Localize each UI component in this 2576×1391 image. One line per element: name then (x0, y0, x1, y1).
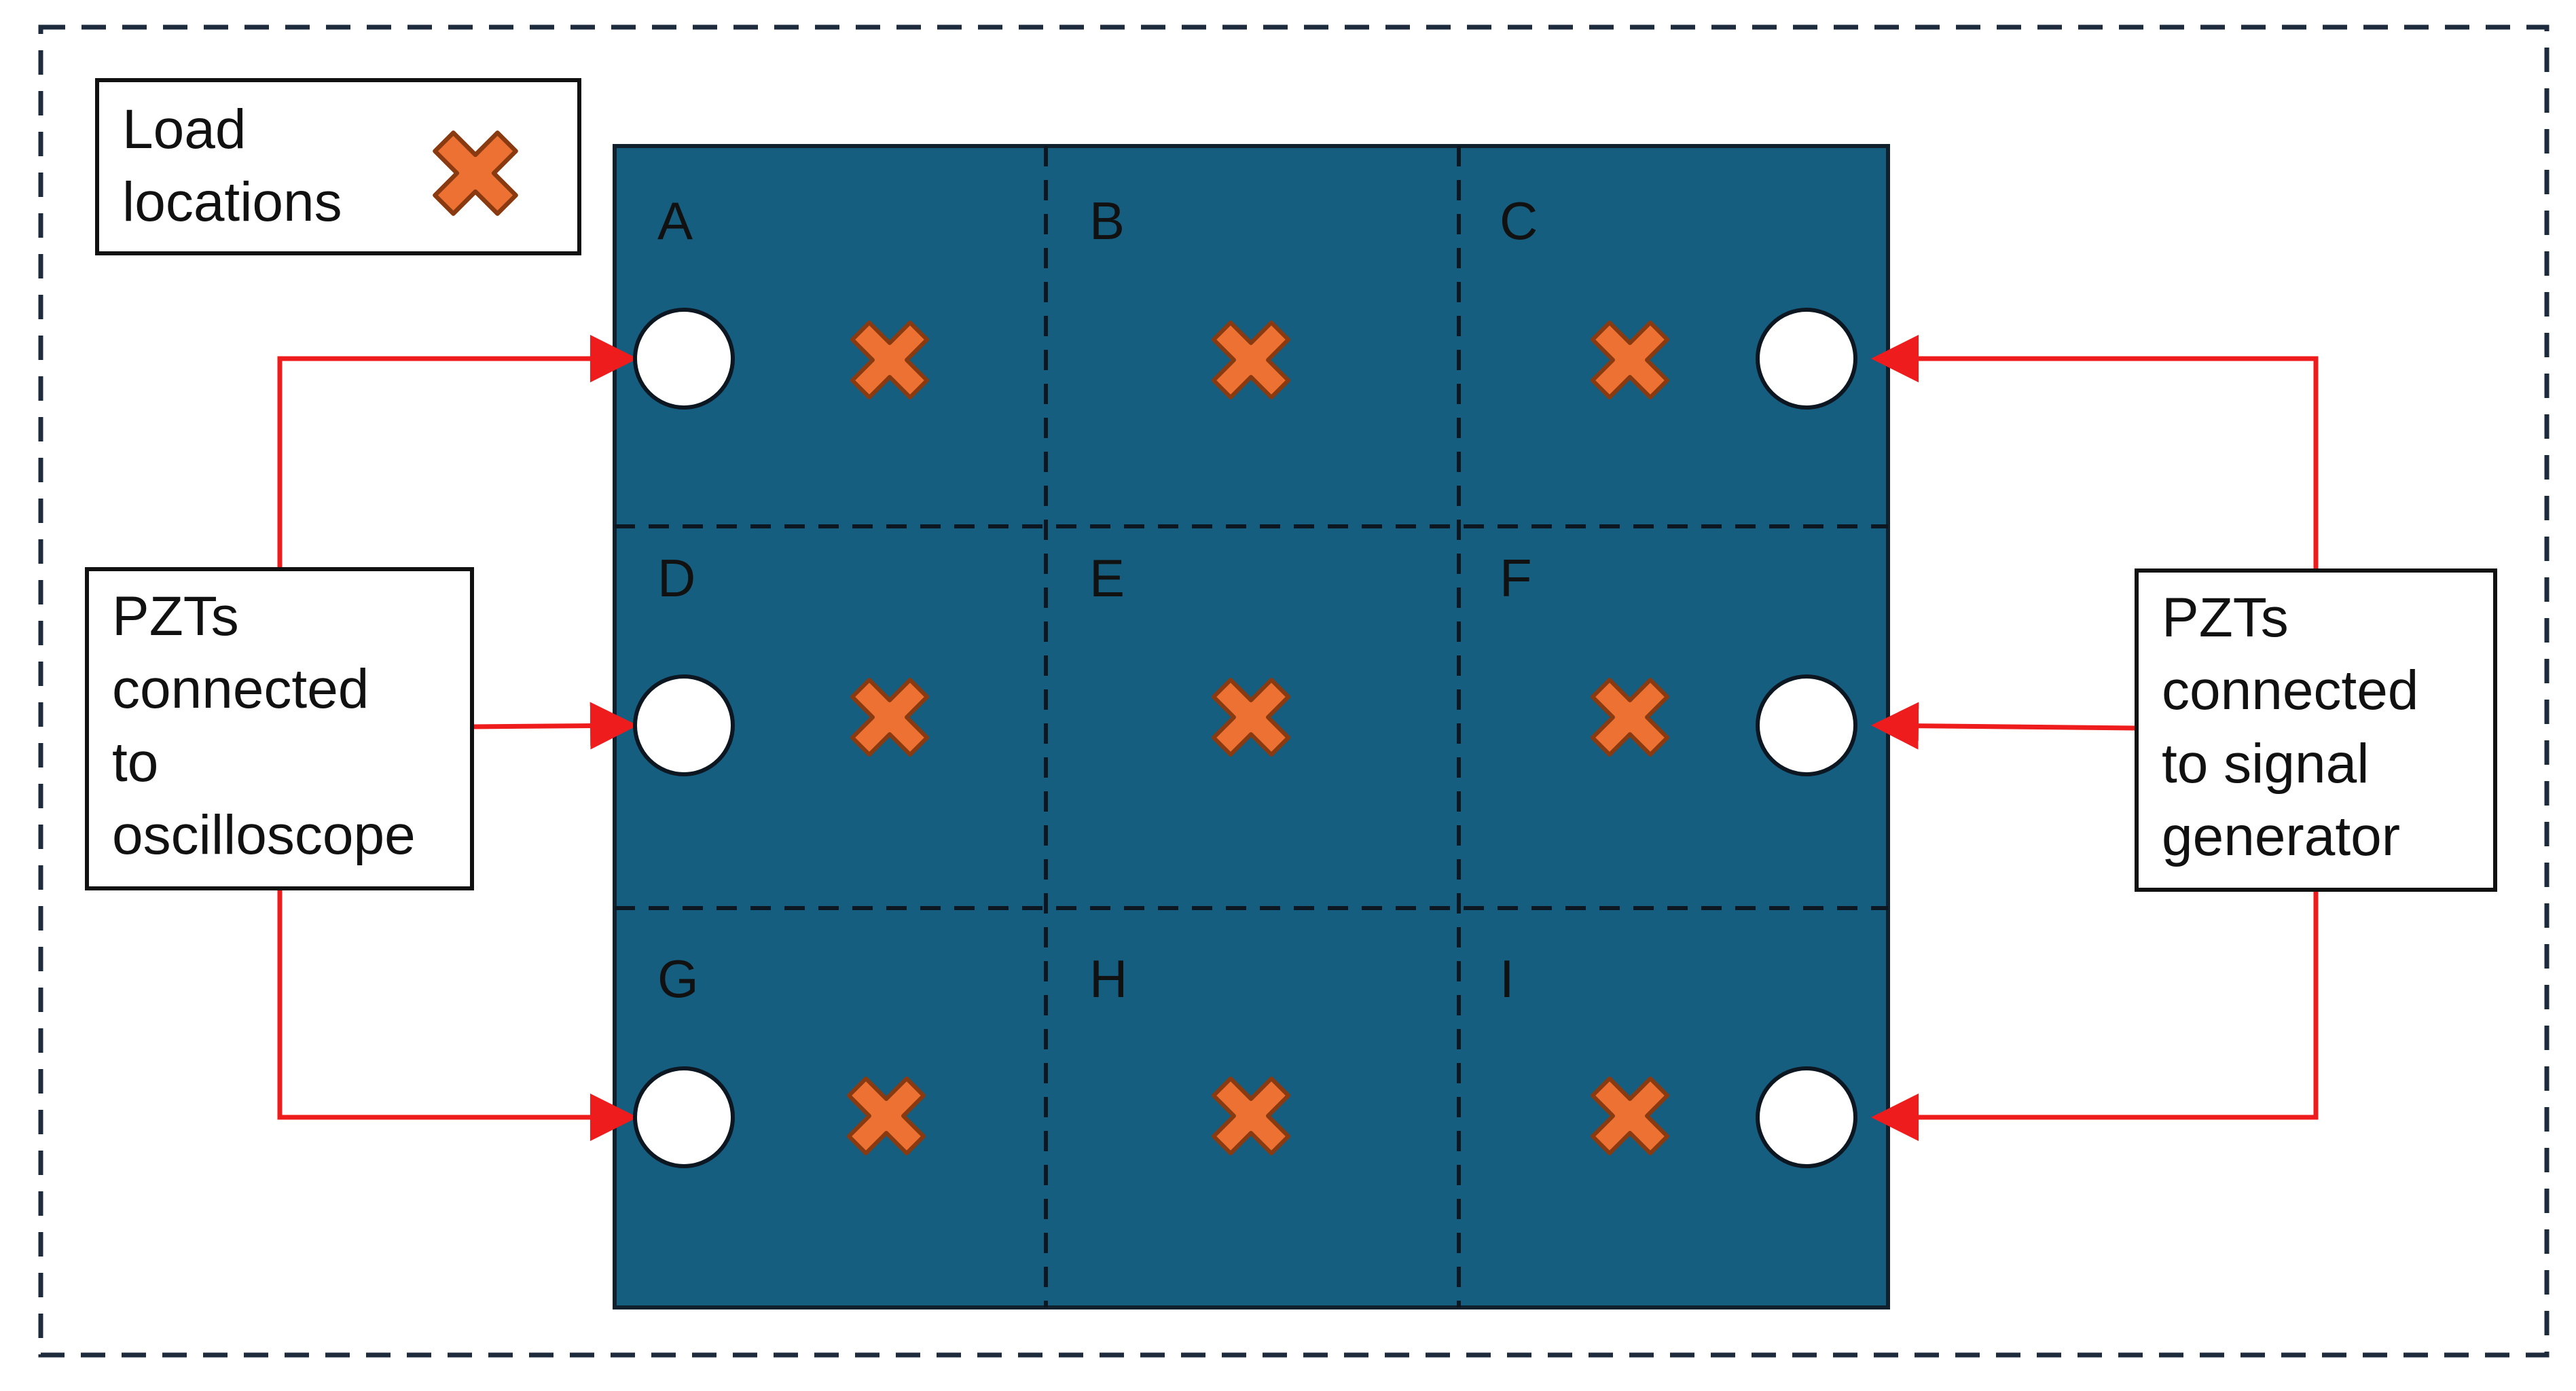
cell-label-i: I (1500, 949, 1514, 1009)
white-circle-pzt-icon (633, 1066, 735, 1168)
signal-generator-box: PZTs connected to signal generator (2135, 568, 2497, 892)
wire-osc-bottom (277, 888, 638, 1141)
oscilloscope-box-line-1: PZTs (112, 585, 239, 647)
oscilloscope-box-line-4: oscilloscope (112, 804, 416, 866)
white-circle-pzt-icon (1756, 1066, 1857, 1168)
signal-generator-box-line-1: PZTs (2162, 587, 2289, 649)
signal-generator-box-frame (2135, 568, 2497, 892)
wire-sig-top (1871, 335, 2319, 571)
white-circle-pzt-icon (633, 308, 735, 410)
legend-text-line-1: Load (122, 98, 246, 160)
oscilloscope-box-line-3: to (112, 731, 158, 793)
white-circle-pzt-icon (1756, 674, 1857, 776)
oscilloscope-box: PZTs connected to oscilloscope (85, 567, 474, 890)
legend-text-line-2: locations (122, 171, 342, 233)
white-circle-pzt-icon (633, 674, 735, 776)
signal-generator-box-line-3: to signal (2162, 733, 2369, 795)
cell-labels: A B C D E F G H I (657, 191, 1538, 1009)
wire-sig-bottom (1871, 890, 2319, 1141)
cell-label-h: H (1089, 949, 1127, 1009)
wire-osc-middle (471, 702, 638, 750)
legend: Load locations (95, 78, 581, 255)
wires (277, 335, 2319, 1141)
oscilloscope-box-frame (85, 567, 474, 890)
oscilloscope-box-line-2: connected (112, 658, 369, 720)
grid-lines (615, 146, 1888, 1307)
pzt-sensors (633, 308, 1857, 1168)
wire-sig-middle (1871, 702, 2137, 750)
cell-label-g: G (657, 949, 699, 1009)
cell-label-c: C (1500, 191, 1538, 251)
signal-generator-box-line-2: connected (2162, 660, 2418, 721)
cell-label-e: E (1089, 548, 1125, 608)
cell-label-b: B (1089, 191, 1125, 251)
cell-label-a: A (657, 191, 693, 251)
signal-generator-box-line-4: generator (2162, 806, 2400, 867)
wire-osc-top (277, 335, 638, 569)
white-circle-pzt-icon (1756, 308, 1857, 410)
cell-label-d: D (657, 548, 695, 608)
cell-label-f: F (1500, 548, 1532, 608)
